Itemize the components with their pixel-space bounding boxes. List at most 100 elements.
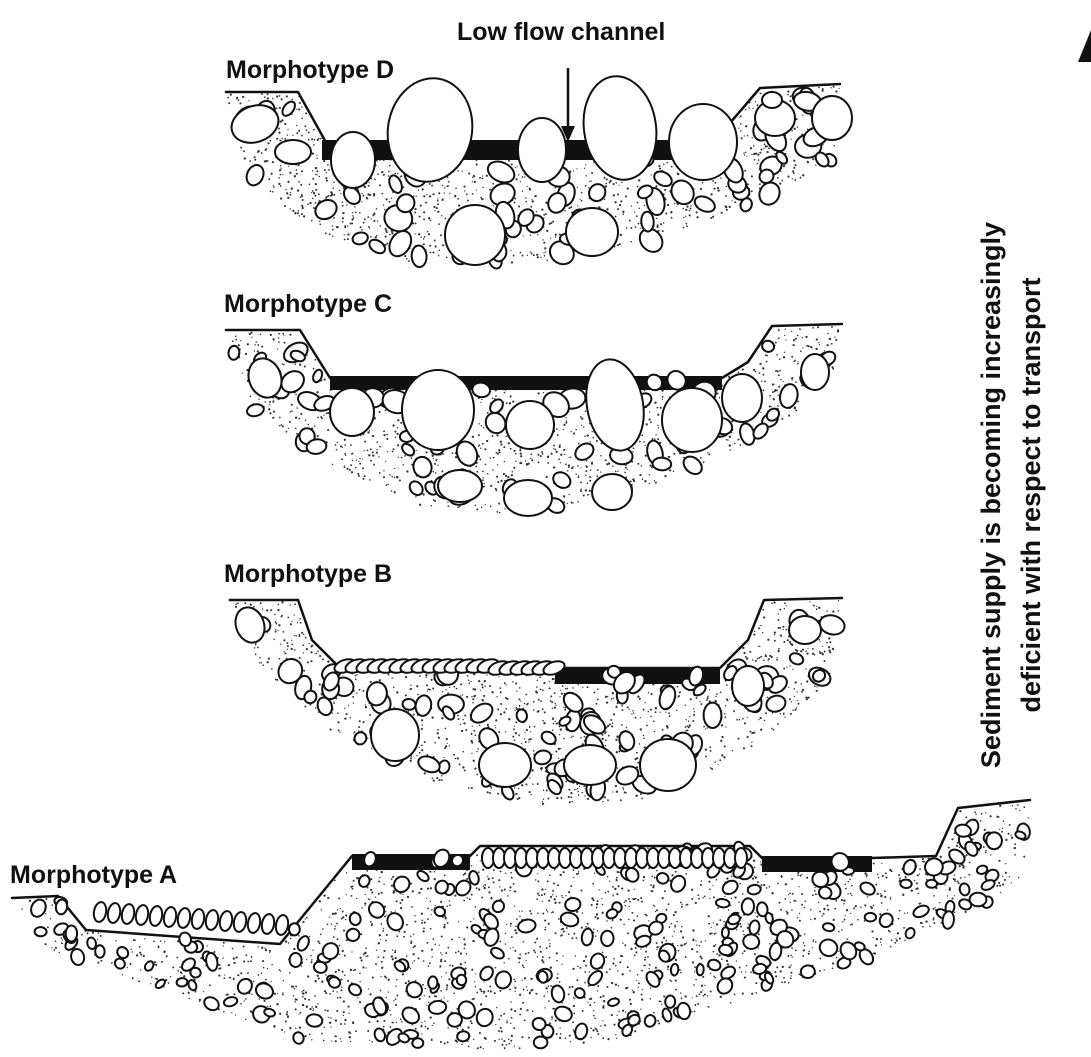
sediment-dot xyxy=(683,217,684,218)
sediment-dot xyxy=(232,948,234,950)
sediment-dot xyxy=(282,333,284,335)
sediment-dot xyxy=(751,190,753,192)
sediment-dot xyxy=(691,948,693,950)
sediment-dot xyxy=(291,644,292,645)
sediment-dot xyxy=(423,218,425,220)
sediment-dot xyxy=(247,343,249,345)
sediment-dot xyxy=(449,687,450,688)
sediment-dot xyxy=(871,931,873,933)
sediment-dot xyxy=(587,798,589,800)
clast xyxy=(564,745,616,785)
sediment-dot xyxy=(587,434,589,436)
sediment-dot xyxy=(894,942,896,944)
sediment-dot xyxy=(410,883,412,885)
sediment-dot xyxy=(559,902,561,904)
sediment-dot xyxy=(753,369,755,371)
sediment-dot xyxy=(600,455,602,457)
sediment-dot xyxy=(647,956,649,958)
sediment-dot xyxy=(445,218,447,220)
sediment-dot xyxy=(751,175,753,177)
sediment-dot xyxy=(851,923,853,925)
sediment-dot xyxy=(473,730,475,732)
sediment-dot xyxy=(271,173,273,175)
sediment-dot xyxy=(396,691,398,693)
sediment-dot xyxy=(578,476,580,478)
sediment-dot xyxy=(311,645,313,647)
sediment-dot xyxy=(707,727,708,728)
sediment-dot xyxy=(424,236,426,238)
sediment-dot xyxy=(230,94,232,96)
clast xyxy=(371,709,419,761)
sediment-dot xyxy=(373,193,375,195)
sediment-dot xyxy=(542,689,544,691)
sediment-dot xyxy=(792,893,794,895)
sediment-dot xyxy=(835,90,837,92)
clast xyxy=(762,92,782,108)
sediment-dot xyxy=(296,433,298,435)
sediment-dot xyxy=(483,695,485,697)
sediment-dot xyxy=(778,619,780,621)
sediment-dot xyxy=(314,195,316,197)
sediment-dot xyxy=(631,205,632,206)
sediment-dot xyxy=(622,709,624,711)
sediment-dot xyxy=(676,921,678,923)
sediment-dot xyxy=(461,730,463,732)
sediment-dot xyxy=(269,401,271,403)
sediment-dot xyxy=(716,879,718,881)
sediment-dot xyxy=(569,801,571,803)
sediment-dot xyxy=(751,733,752,734)
sediment-dot xyxy=(689,716,690,717)
sediment-dot xyxy=(762,367,764,369)
sediment-dot xyxy=(325,196,327,198)
sediment-dot xyxy=(294,363,296,365)
sediment-dot xyxy=(367,955,369,957)
sediment-dot xyxy=(649,474,650,475)
sediment-dot xyxy=(449,193,450,194)
sediment-dot xyxy=(479,458,481,460)
sediment-dot xyxy=(356,674,358,676)
sediment-dot xyxy=(634,211,635,212)
sediment-dot xyxy=(442,691,443,692)
sediment-dot xyxy=(437,200,439,202)
sediment-dot xyxy=(760,92,762,94)
sediment-dot xyxy=(439,945,440,946)
sediment-dot xyxy=(570,796,572,798)
sediment-dot xyxy=(727,699,729,701)
sediment-dot xyxy=(355,1030,357,1032)
sediment-dot xyxy=(635,226,637,228)
sediment-dot xyxy=(719,759,721,761)
sediment-dot xyxy=(306,1006,308,1008)
sediment-dot xyxy=(724,716,726,718)
sediment-dot xyxy=(747,135,749,137)
sediment-dot xyxy=(579,786,580,787)
sediment-dot xyxy=(342,217,344,219)
sediment-dot xyxy=(696,951,698,953)
sediment-dot xyxy=(463,900,465,902)
sediment-dot xyxy=(864,872,866,874)
sediment-dot xyxy=(447,692,449,694)
sediment-dot xyxy=(758,947,759,948)
sediment-dot xyxy=(302,644,304,646)
sediment-dot xyxy=(474,768,476,770)
sediment-dot xyxy=(781,982,783,984)
sediment-dot xyxy=(711,768,713,770)
sediment-dot xyxy=(505,697,507,699)
sediment-dot xyxy=(394,707,395,708)
sediment-dot xyxy=(593,691,595,693)
sediment-dot xyxy=(828,637,830,639)
sediment-dot xyxy=(59,952,60,953)
sediment-dot xyxy=(332,990,334,992)
clast xyxy=(367,237,388,256)
sediment-dot xyxy=(485,464,487,466)
sediment-dot xyxy=(515,178,517,180)
sediment-dot xyxy=(388,171,390,173)
sediment-dot xyxy=(244,602,246,604)
sediment-dot xyxy=(504,682,506,684)
sediment-dot xyxy=(314,359,316,361)
sediment-dot xyxy=(650,421,652,423)
sediment-dot xyxy=(265,979,267,981)
sediment-dot xyxy=(258,150,260,152)
sediment-dot xyxy=(537,873,538,874)
sediment-dot xyxy=(448,505,450,507)
sediment-dot xyxy=(387,451,388,452)
